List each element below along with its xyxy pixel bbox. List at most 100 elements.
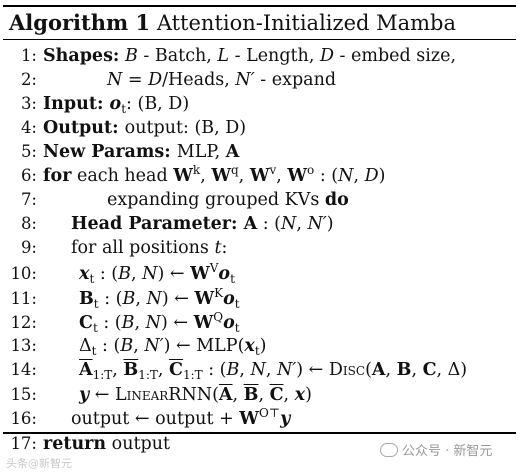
line-token: o	[218, 264, 231, 284]
line-token: (	[365, 360, 372, 380]
line-token: V	[209, 261, 219, 275]
line-token: N	[146, 289, 162, 309]
line-content: output ← output + WO⊤y	[71, 407, 290, 431]
line-token: t	[93, 297, 99, 311]
line-number: 14:	[10, 360, 37, 379]
line-token: )	[305, 385, 312, 405]
line-token: B	[396, 360, 412, 380]
line-token: k	[192, 163, 201, 177]
line-token: return	[43, 434, 107, 454]
line-token: /Heads,	[162, 70, 236, 90]
line-token: C	[79, 313, 93, 333]
line-content: xt : (B, N) ← WVot	[79, 262, 235, 286]
line-token: ,	[133, 336, 145, 356]
line-token: 1:T	[138, 368, 158, 382]
line-token: ,	[135, 289, 147, 309]
line-token: O⊤	[258, 406, 281, 420]
line-token: B	[79, 289, 94, 309]
line-token: : (	[314, 166, 339, 186]
line-number: 2:	[20, 70, 37, 89]
line-content: for each head Wk, Wq, Wv, Wo : (N, D)	[43, 164, 385, 188]
line-token: Δ	[79, 336, 92, 356]
watermark-text: 公众号 · 新智元	[402, 444, 493, 459]
line-content: for all positions t:	[71, 236, 227, 260]
line-content: Head Parameter: A : (N, N′)	[71, 212, 334, 236]
line-number: 16:	[10, 409, 37, 428]
line-token: ,	[265, 360, 277, 380]
line-token: W	[239, 409, 259, 429]
line-token: ,	[239, 360, 251, 380]
line-token: - Batch,	[137, 46, 218, 66]
line-token: t	[89, 272, 95, 286]
line-token: ) ← MLP(	[163, 336, 245, 356]
line-token: B	[118, 264, 131, 284]
line-token: : (	[202, 360, 227, 380]
line-token: x	[79, 264, 90, 284]
line-token: ) ←	[161, 289, 195, 309]
line-token: o	[109, 94, 122, 114]
line-token: N	[142, 264, 158, 284]
line-content: Δt : (B, N′) ← MLP(xt)	[79, 334, 267, 358]
line-token: x	[244, 336, 255, 356]
line-token: N′	[235, 70, 255, 90]
line-token: N	[281, 214, 297, 234]
line-token: - embed size,	[333, 46, 457, 66]
line-token: A	[79, 360, 93, 380]
line-content: expanding grouped KVs do	[107, 188, 349, 212]
line-token: t	[234, 321, 240, 335]
line-token: W	[287, 166, 308, 186]
line-token: Input:	[43, 94, 110, 114]
line-token: y	[280, 409, 291, 429]
watermark-small: 头条@新智元	[6, 457, 72, 470]
line-number: 6:	[20, 166, 37, 185]
line-token: B	[122, 289, 136, 309]
line-number: 13:	[10, 336, 37, 355]
line-token: Head Parameter: A	[71, 214, 258, 234]
line-token: :	[221, 238, 228, 258]
algorithm-label: Algorithm 1	[9, 10, 151, 35]
line-token: B	[226, 360, 240, 380]
line-token: N	[338, 166, 354, 186]
line-token: C	[422, 360, 437, 380]
line-token: A	[225, 142, 240, 162]
line-token: W	[249, 166, 270, 186]
line-token: ,	[238, 166, 250, 186]
line-token: ,	[276, 166, 288, 186]
line-token: t	[214, 238, 222, 258]
line-token: )	[259, 336, 267, 356]
line-token: t	[91, 344, 97, 358]
line-number: 17:	[10, 434, 37, 453]
bottom-rule	[3, 432, 516, 434]
line-token: W	[211, 166, 231, 186]
line-token: : (	[94, 264, 119, 284]
line-token: ,	[157, 360, 170, 380]
line-token: v	[269, 163, 277, 177]
line-number: 11:	[10, 289, 37, 308]
line-content: Bt : (B, N) ← WKot	[79, 287, 240, 311]
algorithm-title: Algorithm 1 Attention-Initialized Mamba	[9, 10, 456, 36]
line-token: 1:T	[182, 368, 203, 382]
line-token: q	[230, 163, 239, 177]
line-token: ,	[112, 360, 124, 380]
line-token: D	[148, 70, 163, 90]
line-token: =	[122, 70, 149, 90]
line-number: 12:	[10, 313, 37, 332]
line-content: A1:T, B1:T, C1:T : (B, N, N′) ← Disc(A, …	[79, 358, 467, 382]
line-token: C	[169, 360, 183, 380]
line-token: , Δ)	[436, 360, 468, 380]
line-token: B	[121, 313, 135, 333]
line-token: ,	[283, 385, 295, 405]
line-token: ,	[131, 264, 143, 284]
line-token: : (	[257, 214, 282, 234]
line-token: LinearRNN	[114, 385, 213, 405]
line-token: - expand	[254, 70, 337, 90]
line-token: t	[92, 321, 98, 335]
line-token: W	[194, 289, 215, 309]
line-content: Ct : (B, N) ← WQot	[79, 311, 240, 335]
line-token: Disc	[328, 360, 366, 380]
line-token: N′	[307, 214, 327, 234]
line-token: each head	[71, 166, 174, 186]
line-token: for	[43, 166, 72, 186]
line-token: MLP,	[176, 142, 226, 162]
line-token: do	[324, 190, 349, 210]
